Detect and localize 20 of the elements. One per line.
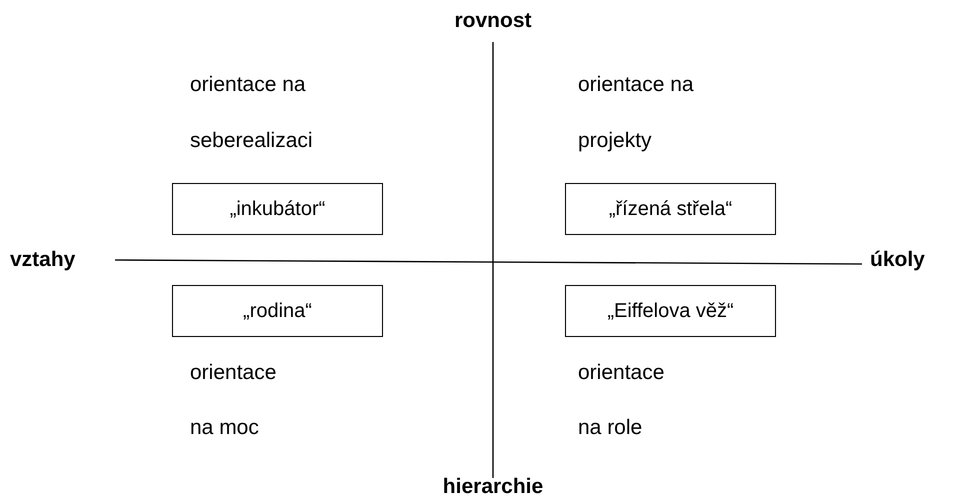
box-label: „inkubátor“ [230,198,326,220]
axis-label: rovnost [454,8,532,34]
axis-label: úkoly [870,247,925,272]
quadrant-text: orientace na [578,72,694,98]
quadrant-box [565,183,776,235]
quadrant-text: na role [578,415,642,440]
quadrant-box [172,285,383,337]
quadrant-text: projekty [578,128,652,154]
axis-label: hierarchie [442,474,544,500]
quadrant-text: orientace [578,360,664,386]
quadrant-box [172,183,383,235]
axis-label: vztahy [10,247,76,272]
box-label: „řízená střela“ [608,198,732,220]
quadrant-text: orientace [190,360,276,386]
quadrant-text: seberealizaci [190,128,313,154]
box-label: „rodina“ [243,300,312,322]
quadrant-text: na moc [190,415,259,440]
quadrant-text: orientace na [190,72,306,98]
quadrant-box [565,285,776,337]
box-label: „Eiffelova věž“ [607,300,734,322]
